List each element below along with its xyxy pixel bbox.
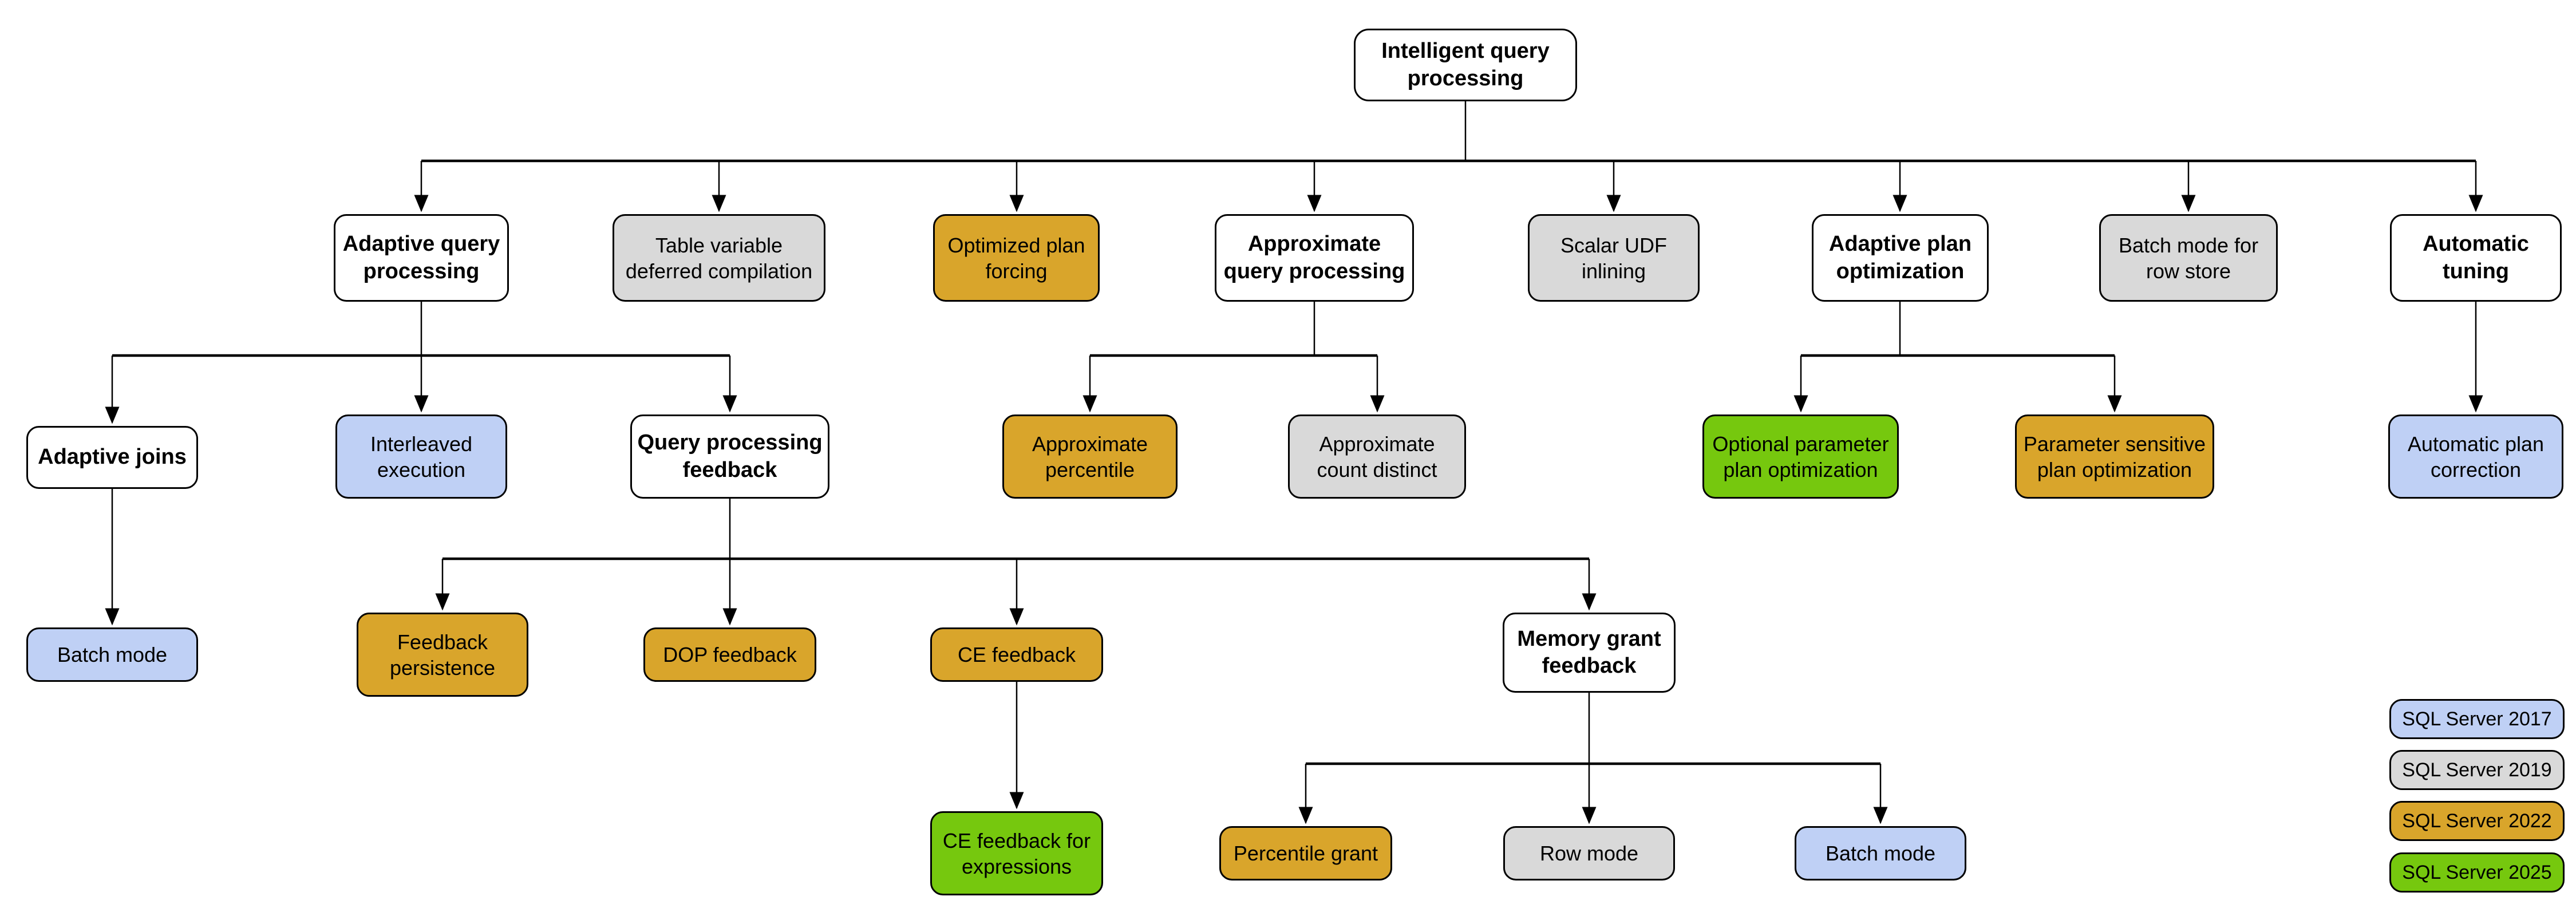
node-memory-grant-feedback: Memory grant feedback bbox=[1503, 613, 1676, 693]
node-adaptive-query-processing: Adaptive query processing bbox=[334, 214, 509, 302]
legend-sql-server-2022: SQL Server 2022 bbox=[2389, 801, 2565, 841]
node-approximate-query-processing: Approximate query processing bbox=[1215, 214, 1414, 302]
node-row-mode: Row mode bbox=[1503, 826, 1675, 881]
node-ce-feedback: CE feedback bbox=[930, 627, 1103, 682]
node-ce-feedback-for-expressions: CE feedback for expressions bbox=[930, 811, 1103, 895]
node-automatic-tuning: Automatic tuning bbox=[2390, 214, 2562, 302]
node-approximate-count-distinct: Approximate count distinct bbox=[1288, 414, 1466, 499]
node-parameter-sensitive-plan-optimization: Parameter sensitive plan optimization bbox=[2015, 414, 2214, 499]
node-batch-mode-adaptive-joins: Batch mode bbox=[26, 627, 198, 682]
node-dop-feedback: DOP feedback bbox=[643, 627, 816, 682]
stem-lines bbox=[420, 101, 1901, 764]
node-batch-mode-for-row-store: Batch mode for row store bbox=[2099, 214, 2278, 302]
node-adaptive-plan-optimization: Adaptive plan optimization bbox=[1812, 214, 1989, 302]
node-intelligent-query-processing: Intelligent query processing bbox=[1354, 29, 1577, 101]
node-percentile-grant: Percentile grant bbox=[1219, 826, 1392, 881]
node-optional-parameter-plan-optimization: Optional parameter plan optimization bbox=[1702, 414, 1899, 499]
node-table-variable-deferred-compilation: Table variable deferred compilation bbox=[613, 214, 825, 302]
legend-sql-server-2025: SQL Server 2025 bbox=[2389, 852, 2565, 893]
node-automatic-plan-correction: Automatic plan correction bbox=[2388, 414, 2563, 499]
legend-sql-server-2019: SQL Server 2019 bbox=[2389, 750, 2565, 790]
node-approximate-percentile: Approximate percentile bbox=[1002, 414, 1178, 499]
node-adaptive-joins: Adaptive joins bbox=[26, 426, 198, 489]
node-interleaved-execution: Interleaved execution bbox=[335, 414, 507, 499]
node-feedback-persistence: Feedback persistence bbox=[357, 613, 528, 697]
legend-sql-server-2017: SQL Server 2017 bbox=[2389, 699, 2565, 739]
arrow-lines bbox=[105, 161, 2483, 824]
node-query-processing-feedback: Query processing feedback bbox=[630, 414, 829, 499]
bus-lines bbox=[112, 159, 2476, 765]
node-scalar-udf-inlining: Scalar UDF inlining bbox=[1528, 214, 1700, 302]
node-batch-mode-memory-grant: Batch mode bbox=[1795, 826, 1966, 881]
node-optimized-plan-forcing: Optimized plan forcing bbox=[933, 214, 1100, 302]
